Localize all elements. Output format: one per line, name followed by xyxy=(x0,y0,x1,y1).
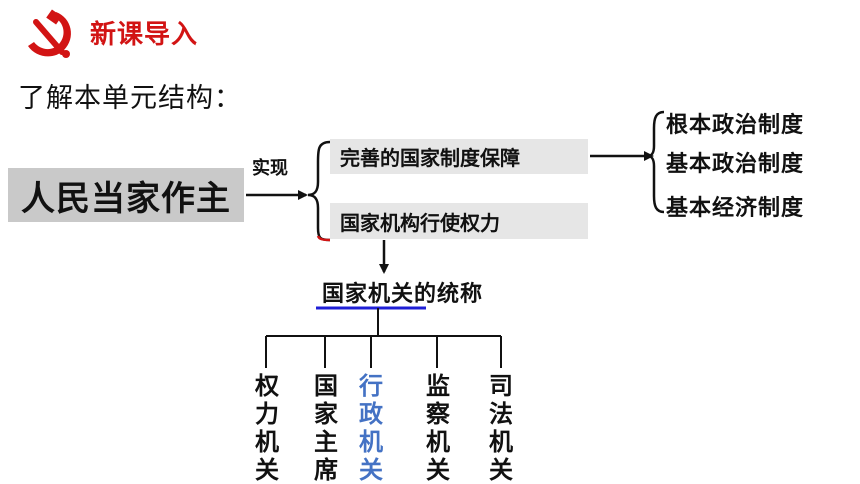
state-organs-collective-label: 国家机关的统称 xyxy=(322,282,484,307)
organ-president: 国家主席 xyxy=(314,372,338,484)
organ-supervisory: 监察机关 xyxy=(426,372,450,484)
system-item-basic-economic: 基本经济制度 xyxy=(666,196,805,221)
brace-left xyxy=(307,140,331,242)
organ-judicial: 司法机关 xyxy=(489,372,513,484)
brace-red-accent xyxy=(316,235,331,242)
brace-right xyxy=(647,110,665,214)
hammer-sickle-icon xyxy=(28,9,71,58)
system-item-fundamental-political: 根本政治制度 xyxy=(666,113,805,138)
guarantee-box: 完善的国家制度保障 xyxy=(330,139,588,174)
main-concept-box: 人民当家作主 xyxy=(8,168,244,222)
slide-title: 新课导入 xyxy=(90,20,199,50)
unit-structure-subtitle: 了解本单元结构： xyxy=(18,83,242,114)
realize-label: 实现 xyxy=(252,158,288,179)
power-box: 国家机构行使权力 xyxy=(330,203,588,239)
system-item-basic-political: 基本政治制度 xyxy=(666,152,805,177)
organ-power: 权力机关 xyxy=(255,372,279,484)
organ-administrative: 行政机关 xyxy=(359,372,383,484)
